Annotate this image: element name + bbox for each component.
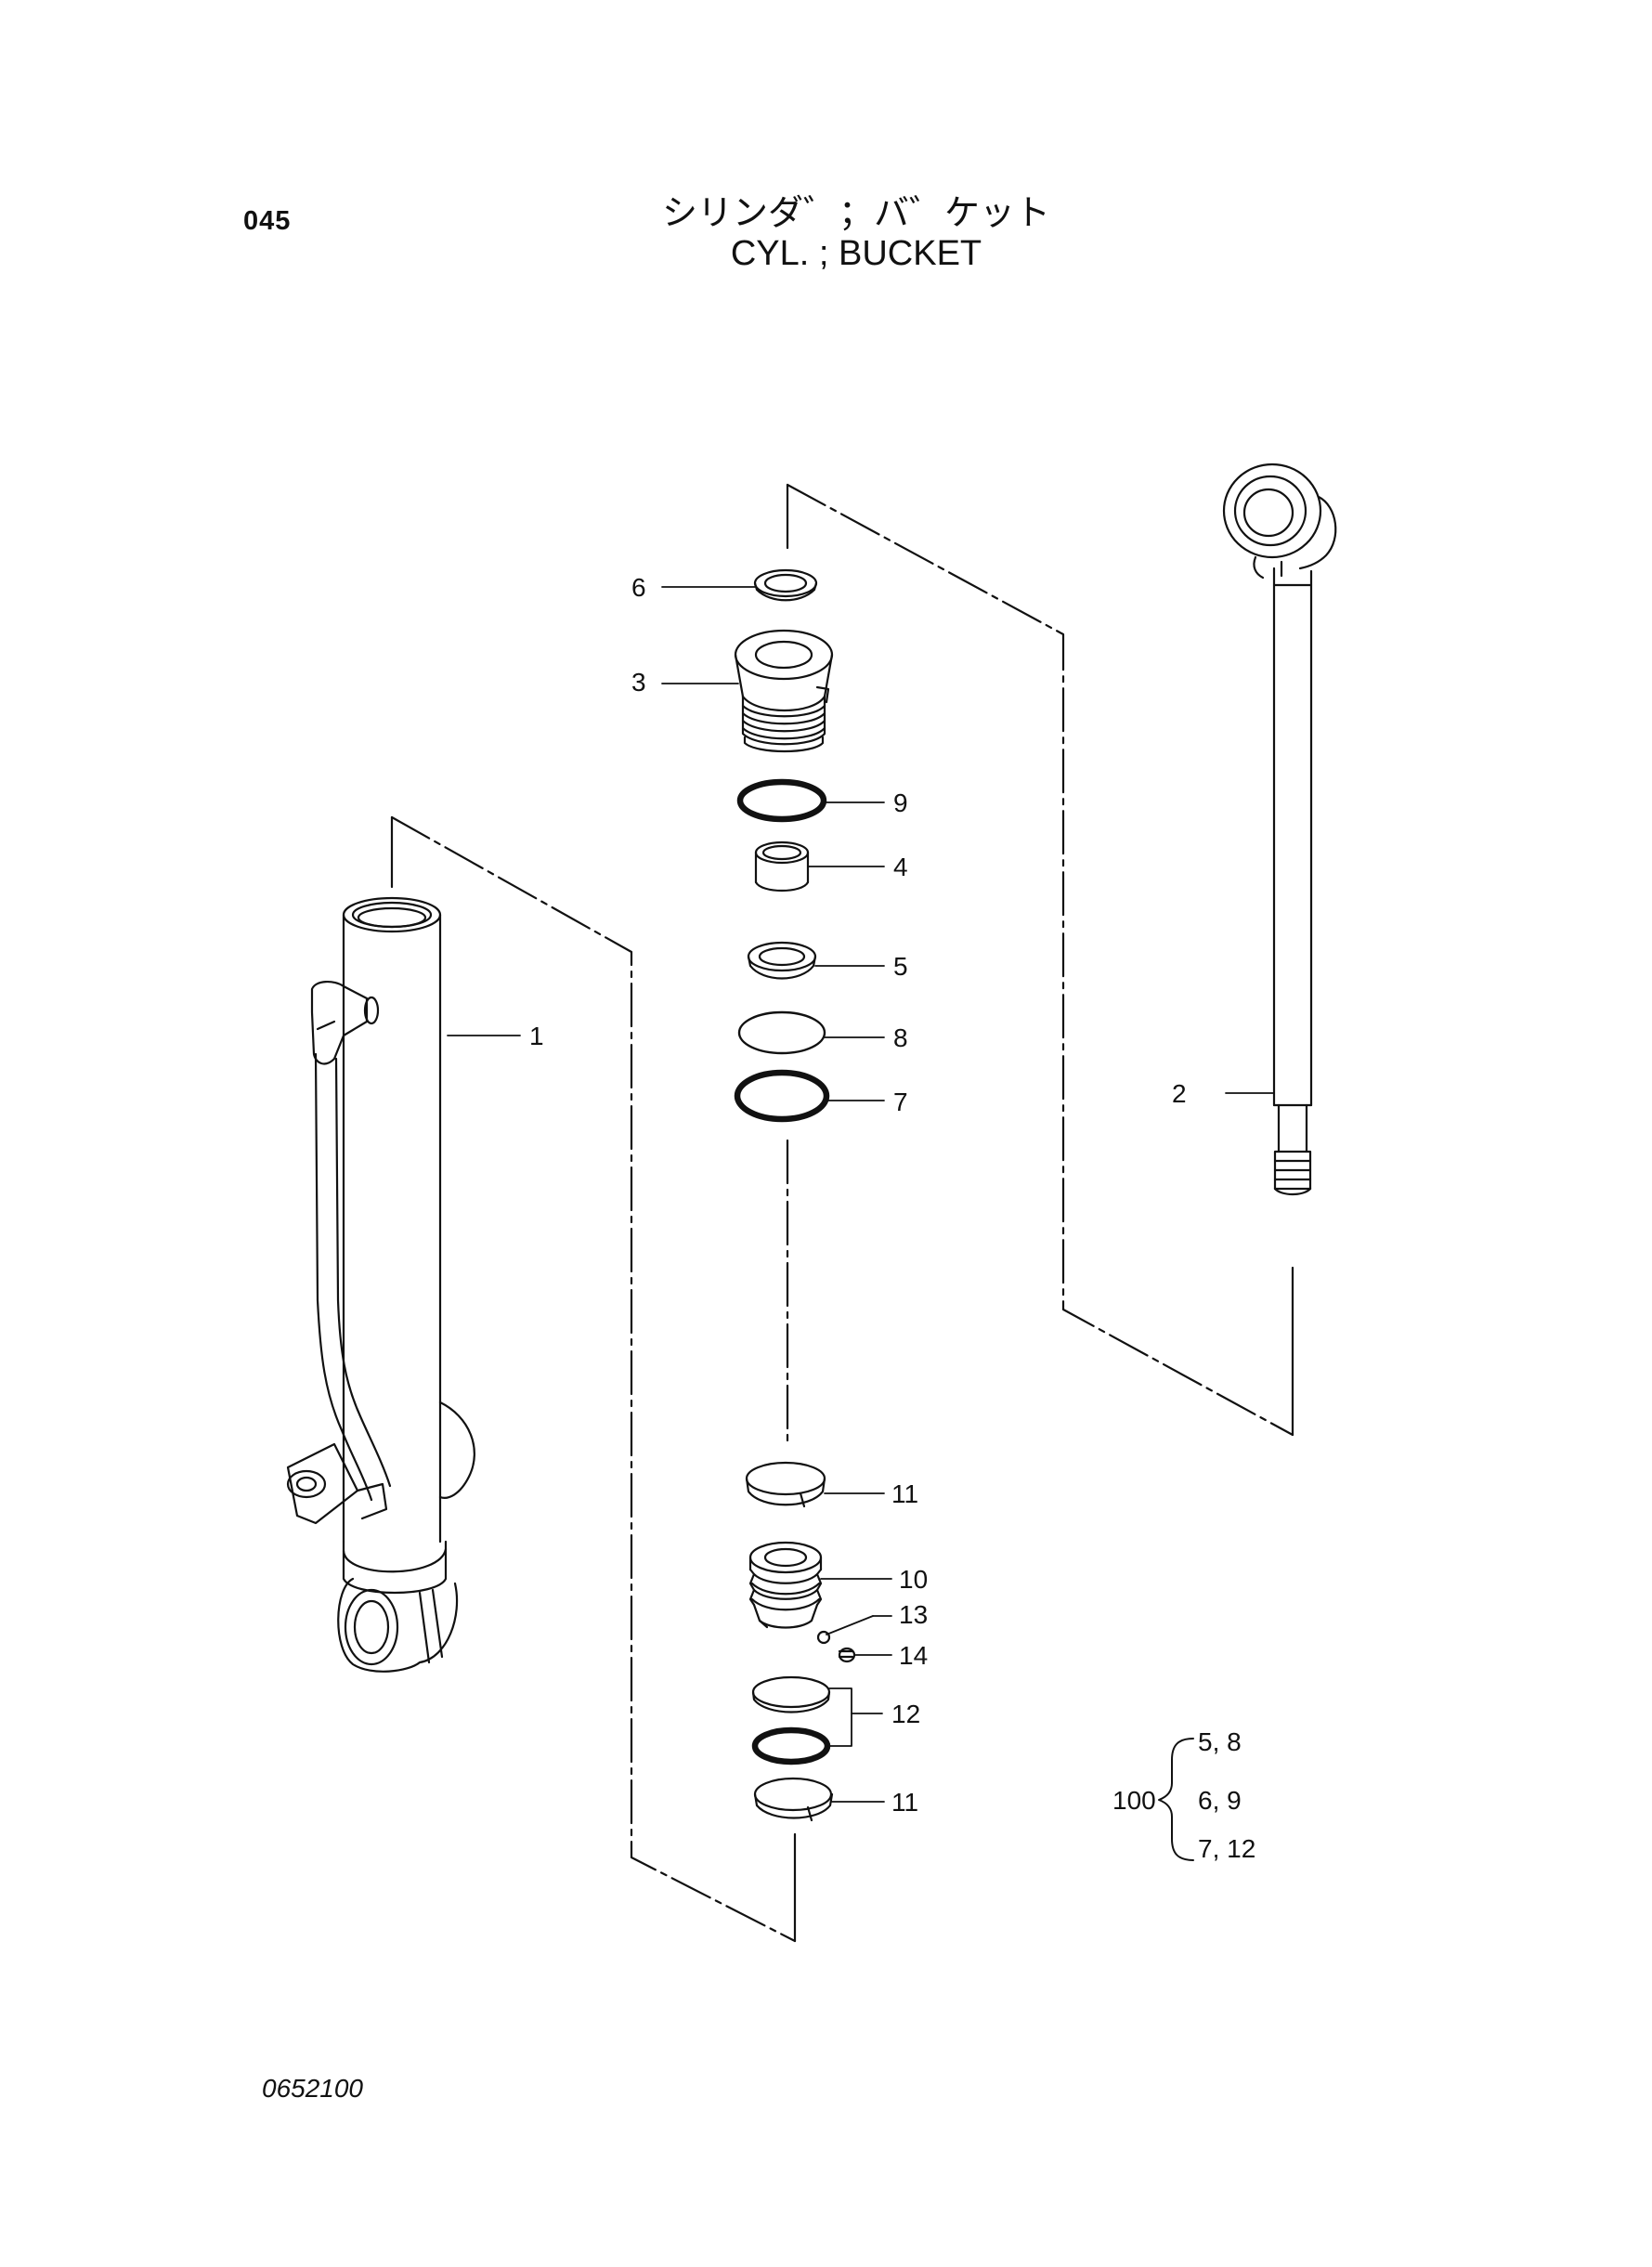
part-6-dust-seal [753,568,818,602]
leader-lines [447,586,1275,1803]
part-11-wear-ring-lower [753,1777,834,1822]
callout-4: 4 [893,853,908,881]
callout-2: 2 [1172,1079,1187,1108]
callout-5: 5 [893,952,908,981]
part-4-bushing [754,840,810,892]
part-5-buffer-ring [747,941,817,980]
callout-14: 14 [899,1641,928,1670]
part-cylinder-tube [286,896,475,1673]
assembly-guide-lines [390,483,1294,1943]
part-13-steel-ball [816,1630,831,1645]
callout-9: 9 [893,788,908,817]
part-8-backup-ring [737,1010,826,1055]
callout-12: 12 [891,1700,920,1728]
part-12-piston-seal [751,1675,831,1765]
title-japanese: シリンダ゛；バ゛ケット [661,194,1050,233]
part-7-o-ring [734,1069,830,1123]
part-9-o-ring [736,778,827,823]
kit-row-2: 6, 9 [1198,1786,1242,1815]
callout-11-lower: 11 [891,1788,918,1817]
drawing-number: 0652100 [262,2074,364,2103]
callout-6: 6 [631,573,646,602]
kit-row-1: 5, 8 [1198,1727,1242,1756]
kit-brace [1158,1738,1194,1861]
page-number: 045 [243,206,292,236]
callout-7: 7 [893,1088,908,1116]
part-piston-rod [1222,463,1337,1196]
kit-row-3: 7, 12 [1198,1834,1255,1863]
callout-11-upper: 11 [891,1479,918,1508]
part-11-wear-ring-upper [745,1461,826,1508]
kit-number: 100 [1112,1786,1156,1815]
callout-8: 8 [893,1023,908,1052]
callout-10: 10 [899,1565,928,1594]
callout-3: 3 [631,668,646,697]
part-3-rod-cover [734,629,834,753]
callout-13: 13 [899,1600,928,1629]
part-10-piston [748,1541,823,1629]
part-14-set-screw [838,1647,856,1663]
callout-1: 1 [529,1022,544,1050]
title-english: CYL. ; BUCKET [730,234,982,273]
